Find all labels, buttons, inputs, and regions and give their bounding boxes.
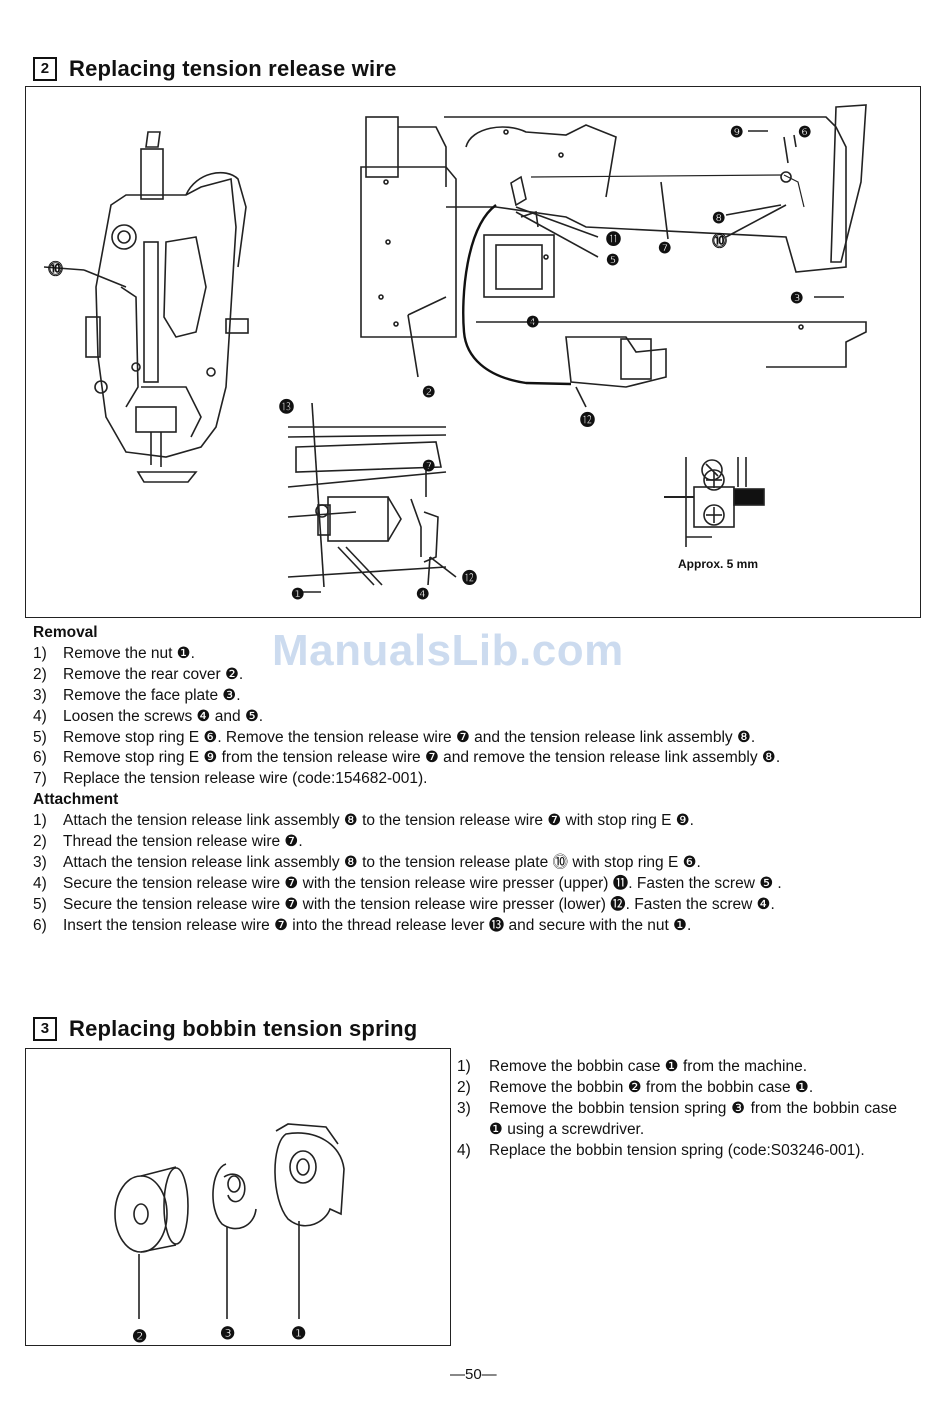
list-item: 2)Remove the rear cover ❷.	[33, 665, 244, 683]
callout: ⓾	[712, 232, 727, 250]
list-item: 5)Secure the tension release wire ❼ with…	[33, 895, 775, 913]
callout: ❶	[291, 1324, 306, 1343]
callout: ❶	[291, 586, 304, 603]
callout: ❹	[526, 314, 539, 331]
list-item: 4)Replace the bobbin tension spring (cod…	[457, 1141, 865, 1159]
watermark: ManualsLib.com	[272, 626, 624, 675]
callout: ⓬	[580, 411, 595, 429]
section-3-title: 3 Replacing bobbin tension spring	[33, 1016, 417, 1042]
list-item: 2)Thread the tension release wire ❼.	[33, 833, 303, 851]
list-item: 5)Remove stop ring E ❻. Remove the tensi…	[33, 728, 756, 746]
section-number: 3	[33, 1017, 57, 1041]
list-item: 4)Secure the tension release wire ❼ with…	[33, 874, 782, 892]
callout: ❺	[606, 252, 619, 269]
list-item: 6)Insert the tension release wire ❼ into…	[33, 916, 692, 934]
figure-bobbin-parts: ❷ ❸ ❶	[25, 1048, 451, 1346]
bobbin-diagram: ❷ ❸ ❶	[114, 1123, 345, 1346]
callout: ⓾	[48, 260, 63, 278]
section-2-steps: Removal 1)Remove the nut ❶. 2)Remove the…	[33, 623, 782, 937]
section-title-text: Replacing tension release wire	[69, 56, 397, 81]
list-item: 3)Remove the bobbin tension spring ❸ fro…	[457, 1099, 897, 1138]
callout: ⓫	[606, 230, 621, 248]
callout: ❸	[790, 290, 803, 307]
callout: ❷	[132, 1327, 147, 1345]
figure-caption: Approx. 5 mm	[678, 557, 758, 571]
list-item: 6)Remove stop ring E ❾ from the tension …	[33, 749, 781, 767]
list-item: 3)Attach the tension release link assemb…	[33, 853, 701, 871]
callout: ❻	[798, 124, 811, 141]
section-2-title: 2 Replacing tension release wire	[33, 56, 397, 82]
callout: ❽	[712, 210, 725, 227]
page-number: —50—	[450, 1366, 497, 1383]
removal-heading: Removal	[33, 624, 98, 641]
list-item: 1)Attach the tension release link assemb…	[33, 812, 694, 830]
callout: ❼	[422, 458, 435, 475]
section-title-text: Replacing bobbin tension spring	[69, 1016, 418, 1041]
callout: ❼	[658, 240, 671, 257]
figure-tension-release-wire: ⓾ ❺ ❼ ⓫ ❽ ⓾ ❾ ❻ ❸ ❹ ❷ ⓬ ⓭ ❼ ❶ ❹ ⓬ Approx…	[25, 86, 921, 618]
callout: ⓬	[462, 569, 477, 587]
attachment-heading: Attachment	[33, 791, 119, 809]
list-item: 1)Remove the bobbin case ❶ from the mach…	[457, 1058, 808, 1075]
list-item: 3)Remove the face plate ❸.	[33, 686, 241, 704]
section-3-steps: 1)Remove the bobbin case ❶ from the mach…	[457, 1057, 897, 1162]
callout: ❷	[422, 384, 435, 401]
list-item: 7)Replace the tension release wire (code…	[33, 770, 428, 788]
callout: ⓭	[279, 398, 294, 416]
callout: ❹	[416, 586, 429, 603]
list-item: 1)Remove the nut ❶.	[33, 644, 195, 662]
callout: ❾	[730, 124, 743, 141]
list-item: 2)Remove the bobbin ❷ from the bobbin ca…	[457, 1078, 814, 1096]
section-number: 2	[33, 57, 57, 81]
list-item: 4)Loosen the screws ❹ and ❺.	[33, 707, 264, 725]
machine-diagram: ⓾ ❺ ❼ ⓫ ❽ ⓾ ❾ ❻ ❸ ❹ ❷ ⓬ ⓭ ❼ ❶ ❹ ⓬ Approx…	[43, 104, 867, 603]
callout: ❸	[220, 1324, 235, 1343]
